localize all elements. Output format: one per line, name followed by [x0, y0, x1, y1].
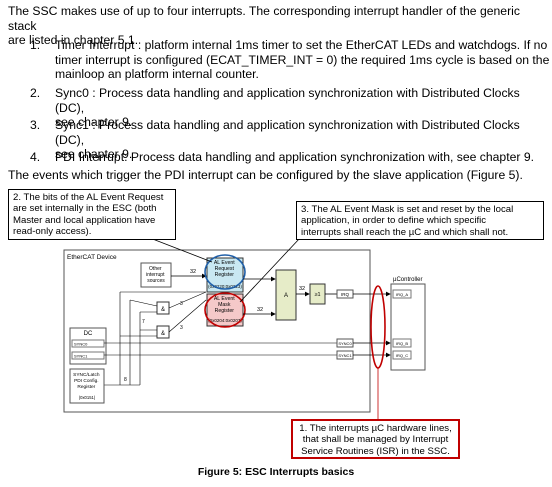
req-line: Request [215, 266, 235, 272]
sync-latch-register [69, 368, 105, 404]
interrupt-lines-ellipse [370, 285, 386, 369]
list-line: see chapter 9. [55, 147, 133, 162]
list-line: PDI Interrupt: Process data handling and… [55, 150, 534, 164]
list-line: Sync0 : Process data handling and applic… [55, 86, 520, 115]
mask-line: Mask [218, 302, 231, 308]
mask-line: Register [215, 308, 235, 314]
list-item-2: 2. Sync0 : Process data handling and app… [30, 86, 550, 129]
list-line: Sync1 : Process data handling and applic… [55, 118, 520, 147]
callout-line: interrupts shall reach the µC and which … [301, 226, 509, 238]
uc-irq-b-label: IRQ_B [396, 341, 408, 346]
sync0-pin-label: SYNC0 [338, 341, 352, 346]
uc-irq-c [392, 350, 412, 360]
list-number: 4. [30, 150, 41, 164]
width-label-32: 32 [299, 286, 305, 292]
events-sentence: The events which trigger the PDI interru… [8, 168, 523, 182]
intro-paragraph: The SSC makes use of up to four interrup… [8, 4, 548, 48]
al-event-mask-register [206, 293, 244, 327]
width-label-7: 7 [142, 319, 145, 325]
other-sources-box [140, 262, 172, 288]
callout-line: that shall be managed by Interrupt [302, 434, 449, 446]
list-line: timer interrupt is configured (ECAT_TIME… [55, 52, 550, 67]
list-line: mainloop an platform internal counter. [55, 67, 259, 82]
dc-sync1-pin [71, 351, 105, 360]
dc-label: DC [84, 331, 93, 337]
list-number: 3. [30, 118, 41, 132]
dc-sync0-pin [71, 339, 105, 348]
list-item-1: 1. Timer Interrupt : platform internal 1… [30, 38, 550, 82]
other-sources-line: interrupt [146, 272, 165, 278]
diagram-shape: AL Event Mask Register (0x0204:0x0207) [208, 296, 242, 323]
a-label: A [284, 293, 288, 299]
list-number: 1. [30, 38, 41, 52]
list-number: 2. [30, 86, 41, 100]
diagram-shape [129, 299, 158, 307]
list-item-3: 3. Sync1 : Process data handling and app… [30, 118, 550, 161]
req-addr: (0x0220:0x0223) [208, 284, 242, 289]
uc-irq-b [392, 338, 412, 348]
diagram-shape [149, 237, 213, 263]
sync-latch-line: SYNC/Latch [73, 372, 100, 378]
callout-line: read-only access). [13, 226, 92, 238]
callout-interrupt-lines: 1. The interrupts µC hardware lines, tha… [291, 419, 460, 459]
dc-sync0-label: SYNC0 [74, 342, 88, 347]
uc-label: µController [393, 277, 422, 283]
width-label-32: 32 [190, 269, 196, 275]
irq-pin-label: IRQ [341, 292, 350, 297]
device-label: EtherCAT Device [67, 254, 117, 261]
other-sources-line: sources [147, 278, 165, 284]
sync1-pin-label: SYNC1 [338, 353, 352, 358]
intro-line-2: are listed in chapter 5.1. [8, 33, 139, 48]
list-item-4: 4. PDI Interrupt: Process data handling … [30, 150, 550, 166]
list-line: see chapter 9. [55, 115, 133, 130]
width-label-32: 32 [257, 307, 263, 313]
and-gate-label: & [161, 331, 165, 337]
figure-caption: Figure 5: ESC Interrupts basics [197, 466, 355, 478]
diagram-shape [168, 299, 207, 333]
other-sources-line: Other [149, 266, 162, 272]
diagram-shape: Other interrupt sources [146, 266, 166, 284]
callout-line: Service Routines (ISR) in the SSC. [301, 445, 450, 457]
sync-latch-line: PDI Config. [74, 378, 99, 384]
and-block-a [275, 269, 297, 321]
ethercat-device-box [63, 249, 371, 413]
mask-line: AL Event [214, 296, 235, 302]
request-highlight-ellipse [204, 254, 246, 290]
sync-latch-addr: (0x0151) [79, 395, 96, 400]
diagram-shape [168, 291, 207, 309]
sync-latch-line: Register [77, 384, 95, 390]
callout-line: 3. The AL Event Mask is set and reset by… [301, 204, 514, 215]
dc-sync1-label: SYNC1 [74, 354, 88, 359]
callout-line: application, in order to define which sp… [301, 215, 487, 227]
callout-al-event-mask: 3. The AL Event Mask is set and reset by… [296, 201, 544, 240]
callout-line: are set internally in the ESC (both [13, 203, 157, 215]
callout-al-event-request: 2. The bits of the AL Event Request are … [8, 189, 176, 240]
diagram-shape [239, 237, 301, 303]
width-label-3: 3 [180, 301, 183, 307]
and-gate-label: & [161, 307, 165, 313]
callout-line: 1. The interrupts µC hardware lines, [299, 423, 452, 434]
diagram-shape: AL Event Request Register (0x0220:0x0223… [208, 260, 242, 289]
uc-irq-c-label: IRQ_C [396, 353, 408, 358]
uc-irq-a [392, 289, 412, 299]
uc-irq-a-label: IRQ_A [396, 292, 408, 297]
callout-line: 2. The bits of the AL Event Request [13, 192, 164, 203]
req-line: AL Event [214, 260, 235, 266]
callout-line: Master and local application have [13, 214, 156, 226]
width-label-8: 8 [124, 377, 127, 383]
intro-line-1: The SSC makes use of up to four interrup… [8, 4, 520, 33]
mask-highlight-ellipse [204, 292, 246, 328]
list-line: Timer Interrupt : platform internal 1ms … [55, 38, 548, 52]
mask-addr: (0x0204:0x0207) [208, 318, 242, 323]
or-label: ≥1 [314, 292, 320, 298]
diagram-shape: SYNC/Latch PDI Config. Register (0x0151) [73, 372, 101, 400]
width-label-3: 3 [180, 325, 183, 331]
req-line: Register [215, 272, 235, 278]
